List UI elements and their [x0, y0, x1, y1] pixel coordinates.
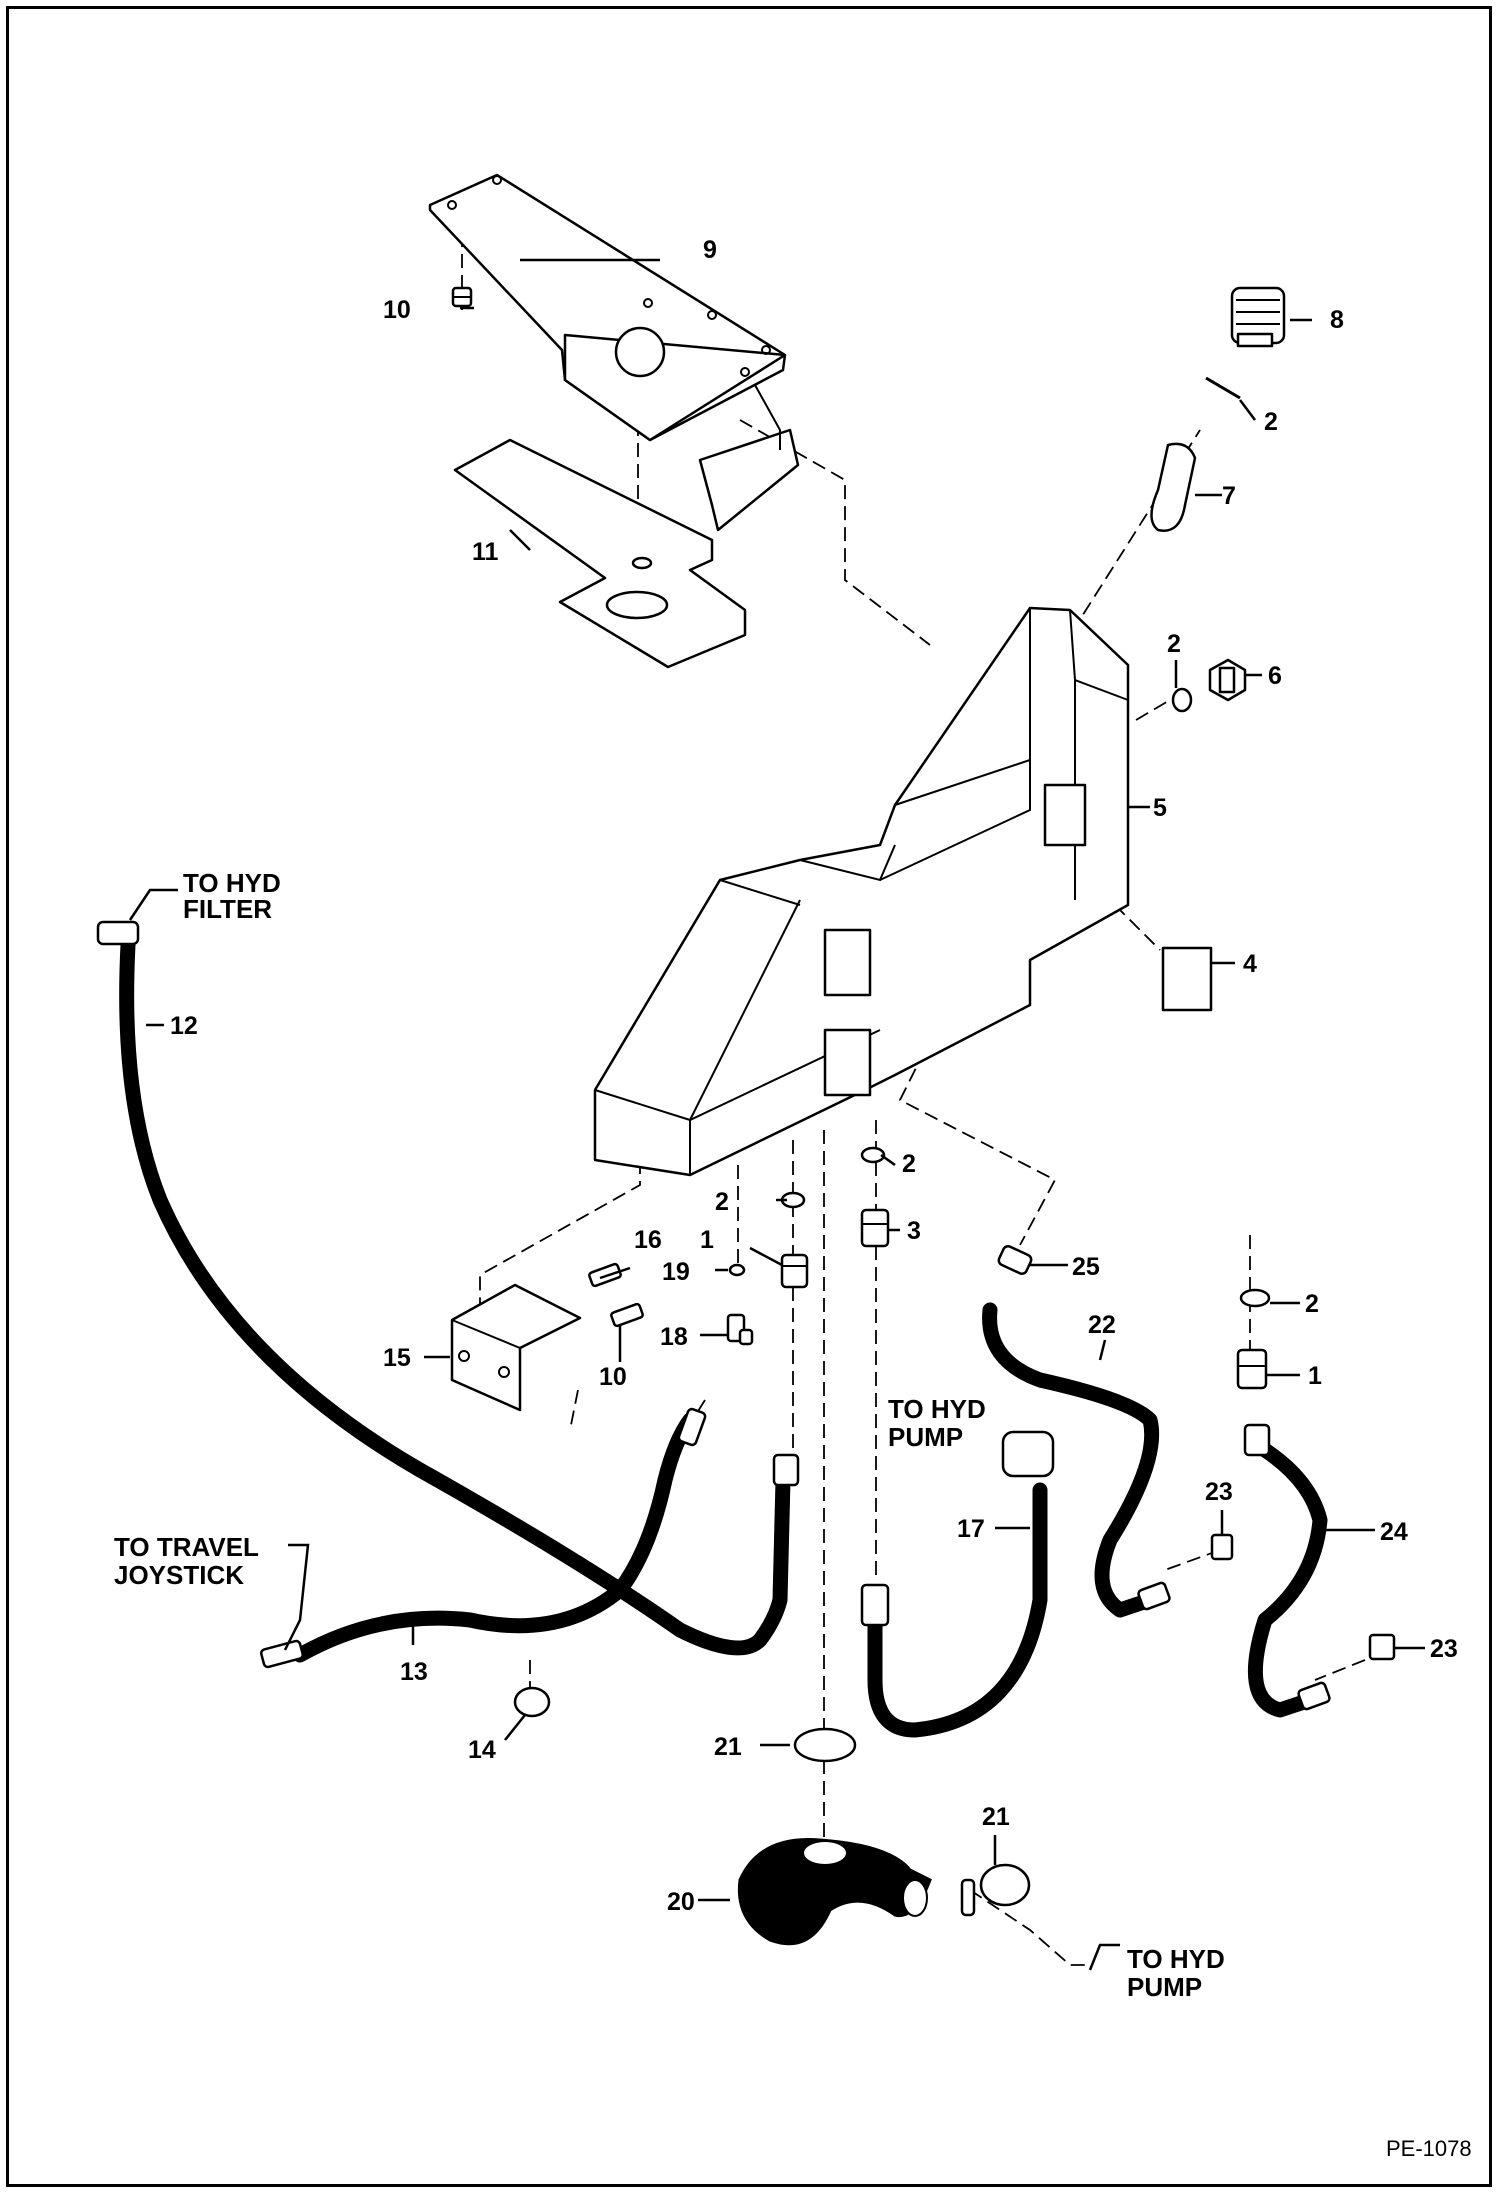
bolt-10-lower [610, 1302, 644, 1328]
filler-cap-8 [1230, 286, 1286, 348]
pad-11 [453, 438, 747, 669]
callout-5: 5 [1153, 794, 1167, 822]
grommet-14 [513, 1686, 551, 1718]
hose-12 [96, 920, 800, 1656]
callout-10-lower: 10 [599, 1363, 627, 1391]
callouts: 10 9 8 2 7 2 6 5 4 11 12 2 2 3 1 19 18 1… [170, 236, 1458, 1916]
note-hyd-pump-lower-line1: TO HYD [1127, 1944, 1225, 1974]
elbow-18 [726, 1313, 754, 1346]
callout-1-right: 1 [1308, 1362, 1322, 1390]
hose-13 [260, 1407, 707, 1669]
bracket-15 [450, 1283, 582, 1412]
callout-20: 20 [667, 1888, 695, 1916]
clamp-21-upper [793, 1727, 857, 1763]
callout-2-center: 2 [902, 1150, 916, 1178]
callout-22: 22 [1088, 1311, 1116, 1339]
callout-4: 4 [1243, 950, 1257, 978]
callout-2-side: 2 [1167, 630, 1181, 658]
oring-2-c [1239, 1288, 1271, 1308]
elbow-25 [997, 1244, 1033, 1276]
callout-16: 16 [634, 1226, 662, 1254]
plug-6 [1208, 658, 1247, 702]
decal-4 [1161, 946, 1213, 1012]
note-hyd-filter-line2: FILTER [183, 894, 272, 924]
callout-7: 7 [1222, 482, 1236, 510]
oring-2-b [860, 1146, 886, 1164]
bolt-16 [588, 1262, 622, 1288]
oring-2-cap [1205, 376, 1241, 400]
callout-1-left: 1 [700, 1226, 714, 1254]
fitting-1-left [780, 1253, 809, 1289]
callout-18: 18 [660, 1323, 688, 1351]
bolt-10-upper [451, 286, 473, 308]
callout-23-a: 23 [1205, 1478, 1233, 1506]
callout-14: 14 [468, 1736, 496, 1764]
callout-25: 25 [1072, 1253, 1100, 1281]
note-hyd-pump-lower-line2: PUMP [1127, 1972, 1202, 2002]
notes: TO HYD FILTER TO TRAVEL JOYSTICK TO HYD … [114, 868, 1225, 2002]
note-hyd-pump-upper-line2: PUMP [888, 1422, 963, 1452]
oring-19 [728, 1263, 746, 1277]
clamp-21-lower [979, 1863, 1031, 1907]
oring-2-side [1171, 687, 1193, 713]
note-hyd-filter-line1: TO HYD [183, 868, 281, 898]
suction-hose-20 [737, 1838, 932, 1946]
nut-23-a [1210, 1533, 1234, 1561]
page-reference: PE-1078 [1386, 2136, 1472, 2161]
callout-13: 13 [400, 1658, 428, 1686]
callout-3: 3 [907, 1217, 921, 1245]
hose-17 [860, 1430, 1055, 1738]
fitting-3 [860, 1208, 890, 1248]
callout-12: 12 [170, 1012, 198, 1040]
clamp-21-lower-screw [960, 1878, 976, 1917]
tube-7 [1150, 442, 1197, 532]
hose-22 [982, 1302, 1171, 1618]
callout-23-b: 23 [1430, 1635, 1458, 1663]
callout-6: 6 [1268, 662, 1282, 690]
callout-8: 8 [1330, 306, 1344, 334]
callout-9: 9 [703, 236, 717, 264]
callout-11: 11 [472, 538, 499, 566]
callout-15: 15 [383, 1344, 411, 1372]
callout-2-cap: 2 [1264, 408, 1278, 436]
leader-lines [128, 258, 1425, 1971]
bracket-9 [428, 173, 800, 532]
callout-19: 19 [662, 1258, 690, 1286]
note-travel-joystick-line1: TO TRAVEL [114, 1532, 259, 1562]
callout-21-lower: 21 [982, 1803, 1010, 1831]
fitting-1-right [1236, 1348, 1268, 1390]
note-travel-joystick-line2: JOYSTICK [114, 1560, 244, 1590]
callout-17: 17 [957, 1515, 985, 1543]
nut-23-b [1368, 1633, 1396, 1661]
callout-21-upper: 21 [714, 1733, 742, 1761]
callout-2-bottom: 2 [715, 1188, 729, 1216]
callout-24: 24 [1380, 1518, 1408, 1546]
hose-24 [1243, 1423, 1331, 1718]
hydraulic-tank-5 [593, 606, 1130, 1177]
note-hyd-pump-upper-line1: TO HYD [888, 1394, 986, 1424]
callout-2-right: 2 [1305, 1290, 1319, 1318]
callout-10-upper: 10 [383, 296, 411, 324]
